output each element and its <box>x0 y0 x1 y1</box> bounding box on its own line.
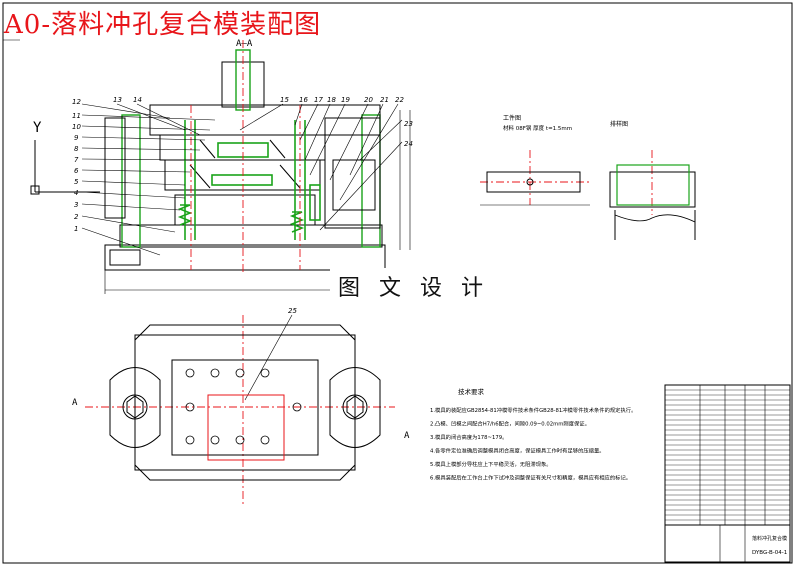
tech-req-list: 1.模具的装配应GB2854-81冲模零件技术条件GB28-81冲模零件技术条件… <box>430 406 636 482</box>
callout-number: 22 <box>395 96 404 104</box>
workpiece-view <box>480 171 590 206</box>
section-label-top: A—A <box>236 39 253 49</box>
callout-number: 9 <box>74 134 79 142</box>
callout-number: 8 <box>74 145 79 153</box>
callout-number: 4 <box>74 189 78 197</box>
section-mark-right: A <box>404 431 410 441</box>
callout-number: 10 <box>72 123 81 131</box>
callout-number: 25 <box>288 307 297 315</box>
callout-number: 7 <box>74 156 79 164</box>
callout-number: 17 <box>314 96 323 104</box>
tech-req-item: 5.模具上模部分导柱应上下平稳灵活，无阻滞现象。 <box>430 460 552 468</box>
axis-label-y: Y <box>33 120 42 136</box>
plan-view-holes <box>185 368 302 445</box>
ucs-axis-marker <box>30 140 100 195</box>
tech-req-item: 6.模具装配后在工作台上作下试冲及调整保证有关尺寸和精度，模具应有相应的标记。 <box>430 474 631 482</box>
callout-number: 6 <box>74 167 79 175</box>
callout-number: 19 <box>341 96 350 104</box>
callout-number: 18 <box>327 96 336 104</box>
tech-req-item: 1.模具的装配应GB2854-81冲模零件技术条件GB28-81冲模零件技术条件… <box>430 406 636 414</box>
strip-layout-caption: 排样图 <box>610 120 628 128</box>
drawing-title: A0-落料冲孔复合模装配图 <box>4 10 322 40</box>
callout-number: 15 <box>280 96 289 104</box>
tech-req-item: 2.凸模、凹模之间配合H7/h6配合，间隙0.09~0.02mm刚度保证。 <box>430 420 590 428</box>
workpiece-caption: 工件图 <box>503 114 521 122</box>
title-block-rows <box>665 389 790 521</box>
callout-number: 21 <box>380 96 389 104</box>
callout-number: 3 <box>74 201 78 209</box>
title-block-name: 落料冲孔复合模 <box>752 535 787 542</box>
callout-number: 23 <box>404 120 413 128</box>
plan-view <box>109 324 381 481</box>
tech-req-title: 技术要求 <box>458 387 485 396</box>
tech-req-item: 3.模具的闭合高度为178~179。 <box>430 433 507 441</box>
callout-number: 20 <box>364 96 373 104</box>
callout-leaders <box>81 103 403 401</box>
workpiece-material: 材料 08F钢 厚度 t=1.5mm <box>503 124 572 132</box>
callout-number: 14 <box>133 96 142 104</box>
callout-number: 16 <box>299 96 308 104</box>
callout-number: 1 <box>74 225 78 233</box>
section-mark-left: A <box>72 398 78 408</box>
strip-layout-view <box>609 164 696 240</box>
callout-number: 11 <box>72 112 81 120</box>
callout-number: 5 <box>74 178 79 186</box>
tech-req-item: 4.各零件定位准确后调整模具闭合高度，保证模具工作时有足够的压缩量。 <box>430 447 605 455</box>
watermark: 图 文 设 计 <box>330 268 497 304</box>
callout-number: 24 <box>404 140 413 148</box>
title-block-drawing-no: DYBG-B-04-1 <box>752 550 787 556</box>
main-section-green-parts <box>177 120 321 240</box>
callout-number: 13 <box>113 96 122 104</box>
callout-number: 2 <box>74 213 79 221</box>
centerlines <box>85 40 653 505</box>
main-section-view <box>104 49 411 294</box>
callout-number: 12 <box>72 98 81 106</box>
